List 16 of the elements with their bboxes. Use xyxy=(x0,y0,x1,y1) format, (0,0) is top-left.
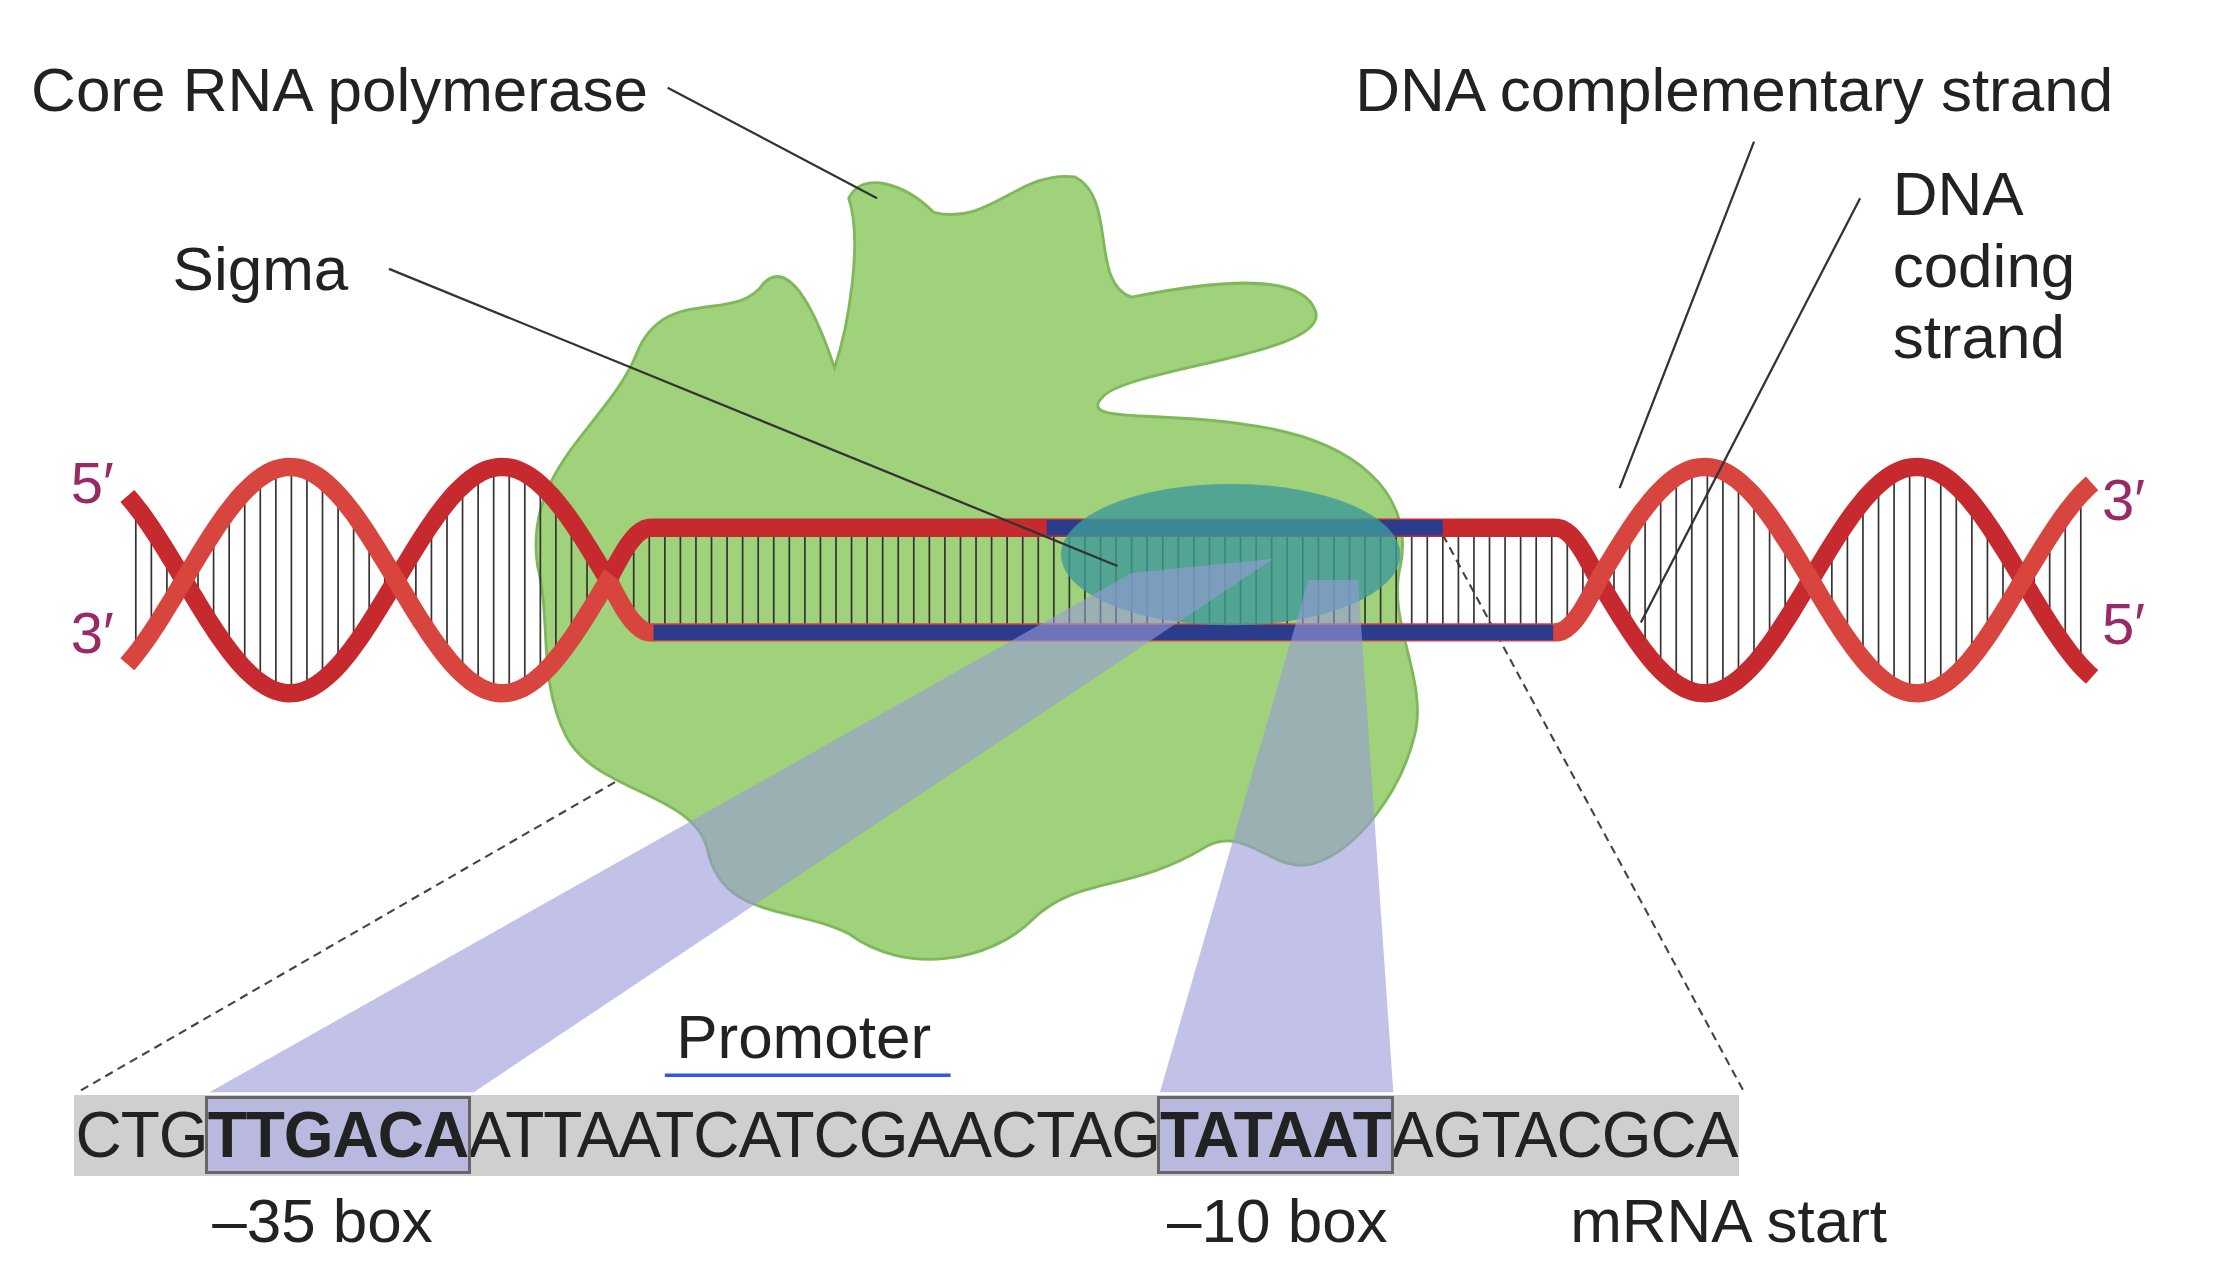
region-label: Promoter xyxy=(676,1001,932,1073)
start-label: mRNA start xyxy=(1570,1185,1888,1257)
leader-line xyxy=(1618,141,1756,489)
leader-line xyxy=(1639,197,1862,624)
part-label: DNA coding strand xyxy=(1892,158,2134,373)
strand-end-label: 3′ xyxy=(2102,466,2146,534)
box-label: –10 box xyxy=(1167,1185,1388,1257)
strand-end-label: 5′ xyxy=(70,449,114,517)
part-label: Sigma xyxy=(172,233,349,305)
leader-line xyxy=(388,267,1118,567)
strand-end-label: 3′ xyxy=(70,599,114,667)
part-label: DNA complementary strand xyxy=(1355,53,2114,126)
box-label: –35 box xyxy=(212,1185,433,1257)
leader-line xyxy=(667,86,878,200)
strand-end-label: 5′ xyxy=(2102,591,2146,658)
part-label: Core RNA polymerase xyxy=(31,53,648,126)
